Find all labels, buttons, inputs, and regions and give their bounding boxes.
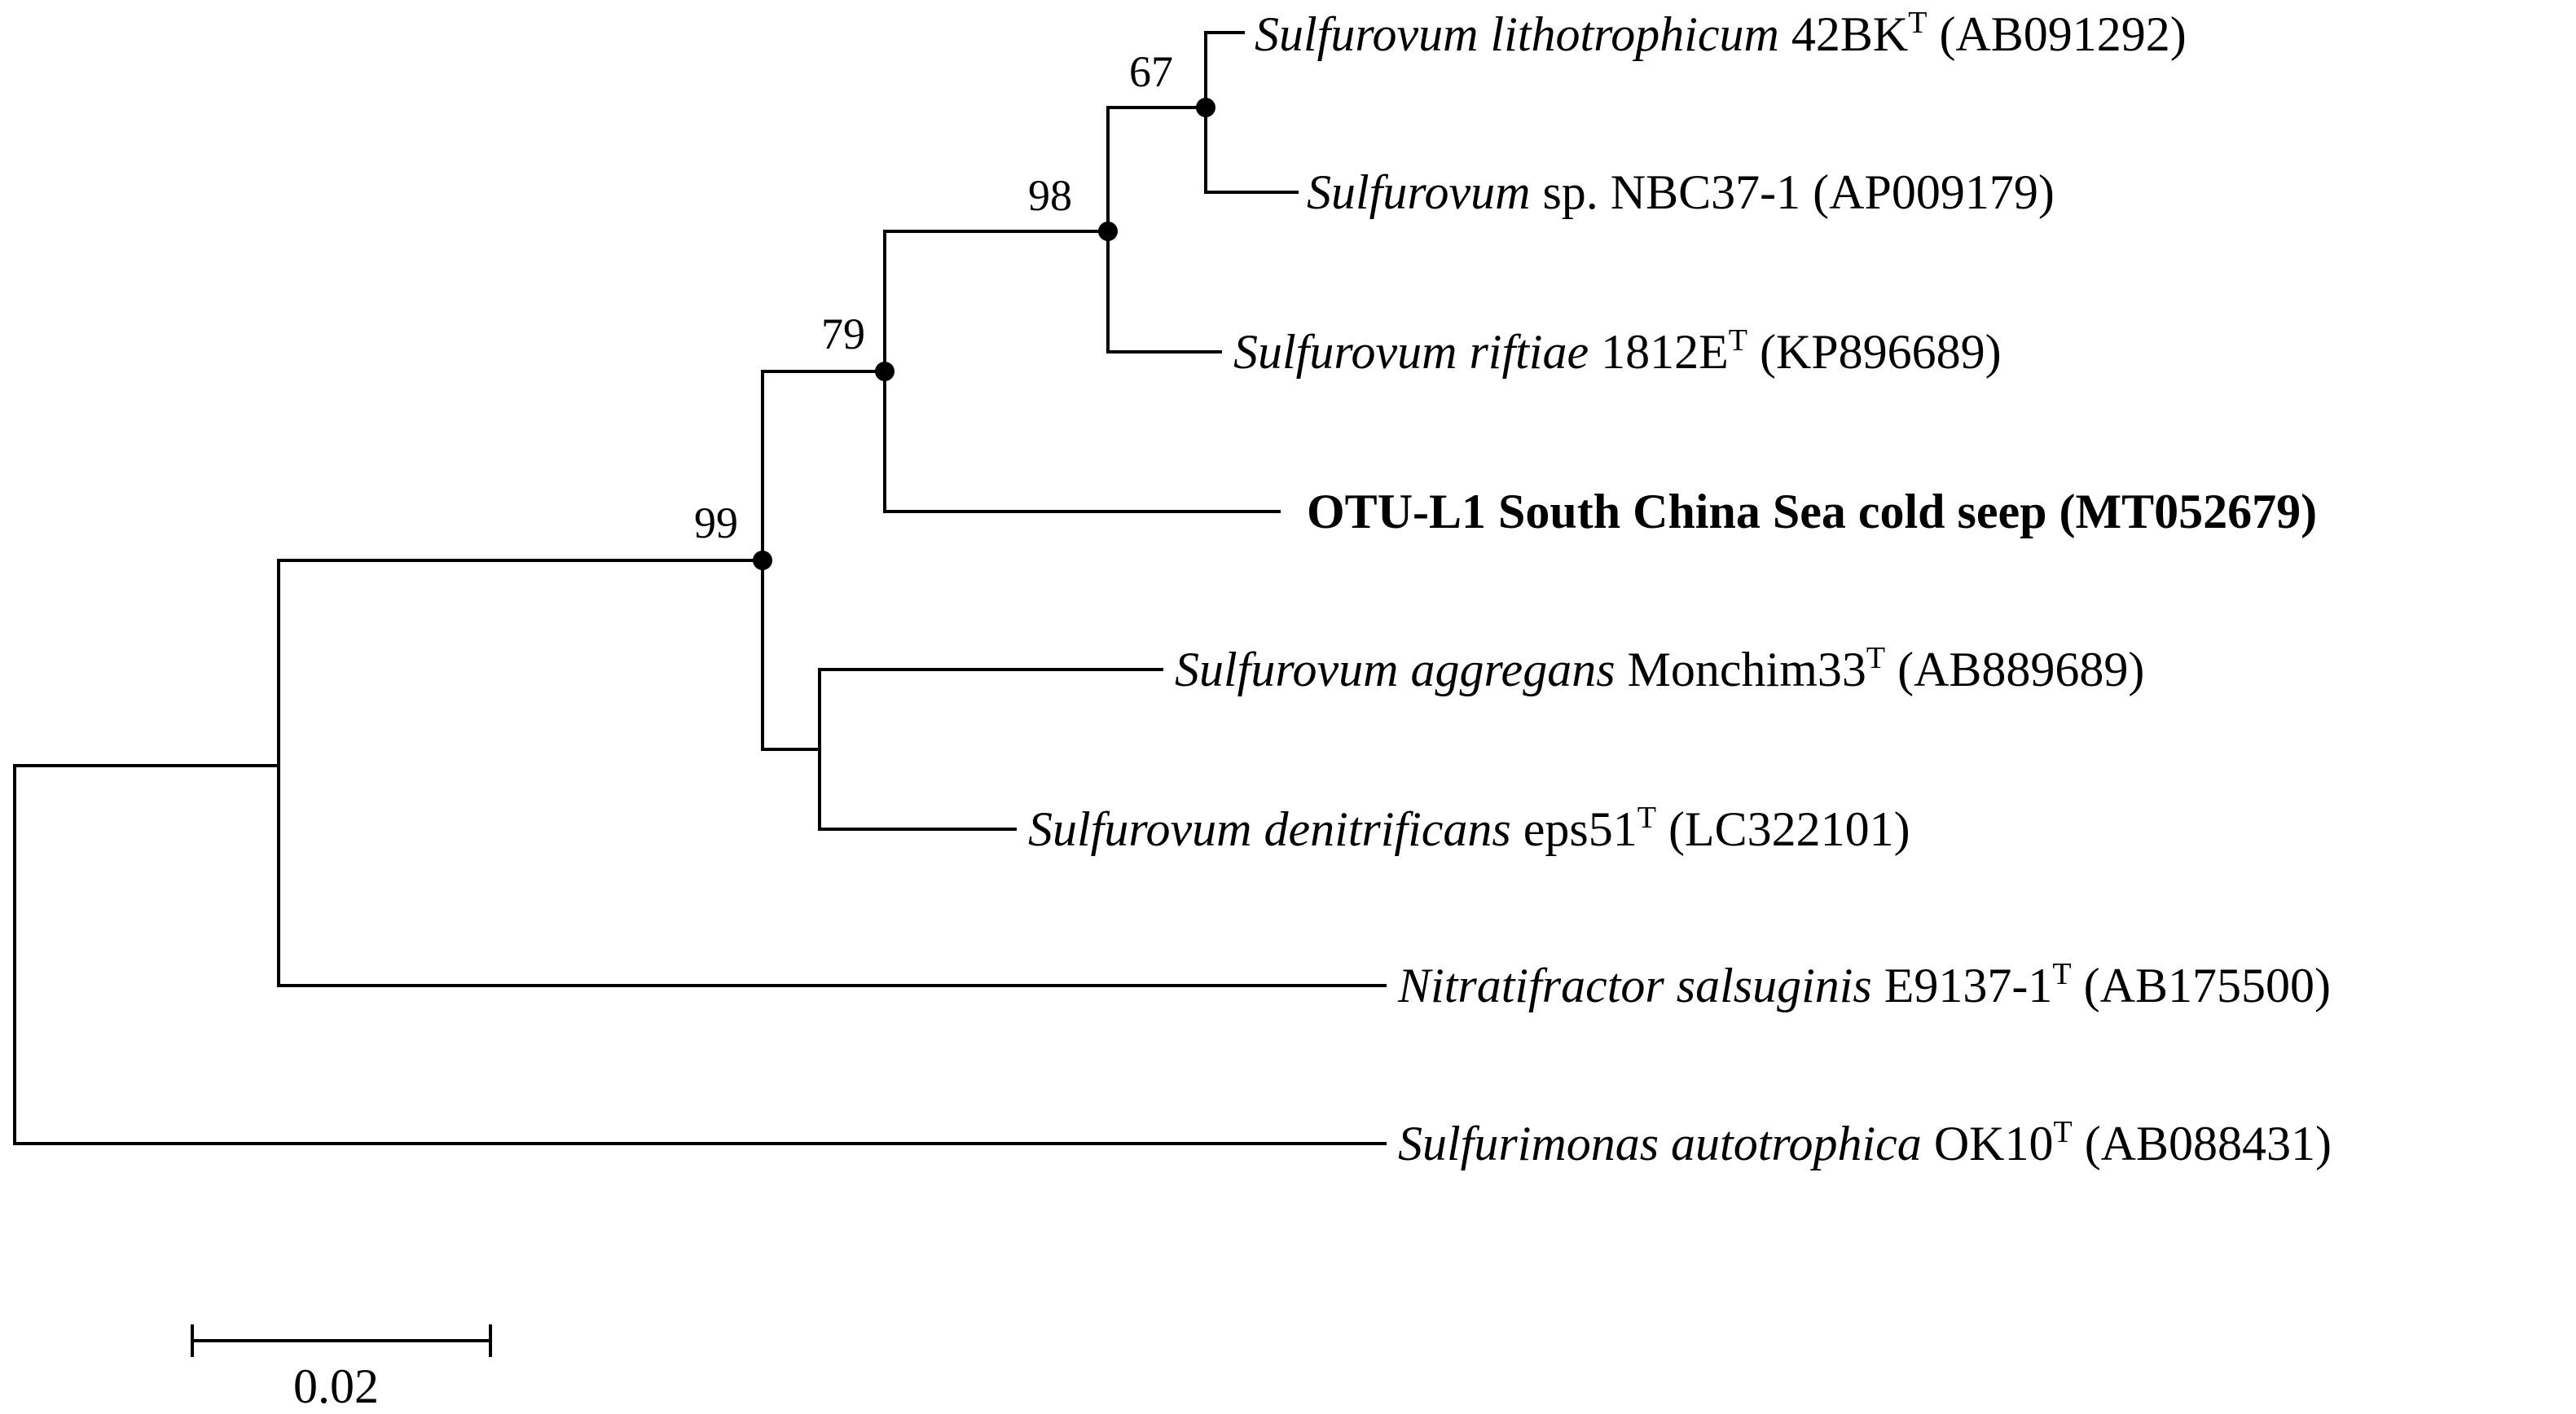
taxon-label-sulfurimonas-autotrophica: Sulfurimonas autotrophica OK10T (AB08843… <box>1398 1099 2332 1170</box>
accession: (AB889689) <box>1897 643 2144 696</box>
species: autotrophica <box>1671 1117 1922 1170</box>
strain: eps51 <box>1523 802 1637 856</box>
bootstrap-values: 67 98 79 99 <box>694 47 1173 547</box>
species: riftiae <box>1469 325 1589 379</box>
accession: (AB175500) <box>2084 959 2331 1012</box>
taxon-label-nitratifractor-salsuginis: Nitratifractor salsuginis E9137-1T (AB17… <box>1397 941 2331 1012</box>
accession: (AB088431) <box>2085 1117 2332 1170</box>
species: salsuginis <box>1677 959 1872 1012</box>
type-strain-mark: T <box>1908 6 1927 40</box>
genus: Sulfurovum <box>1233 325 1457 379</box>
accession: (KP896689) <box>1760 325 2002 379</box>
bootstrap-79: 79 <box>821 310 865 358</box>
taxon-label-sulfurovum-denitrificans: Sulfurovum denitrificans eps51T (LC32210… <box>1028 784 1910 856</box>
species: aggregans <box>1410 643 1615 696</box>
strain: Monchim33 <box>1628 643 1866 696</box>
type-strain-mark: T <box>2052 957 2071 991</box>
strain: 42BK <box>1791 7 1908 61</box>
type-strain-mark: T <box>1866 641 1885 675</box>
tree-branches <box>13 31 1387 1145</box>
taxon-label-otu-l1: OTU-L1 South China Sea cold seep (MT0526… <box>1307 485 2317 538</box>
taxon-label-sulfurovum-aggregans: Sulfurovum aggregans Monchim33T (AB88968… <box>1175 625 2144 696</box>
species: denitrificans <box>1264 802 1510 856</box>
type-strain-mark: T <box>1729 323 1747 358</box>
genus: Sulfurovum <box>1307 165 1530 219</box>
taxon-label-sulfurovum-nbc37: Sulfurovum sp. NBC37-1 (AP009179) <box>1307 165 2055 219</box>
genus: Nitratifractor <box>1397 959 1664 1012</box>
type-strain-mark: T <box>2053 1115 2072 1149</box>
genus: Sulfurovum <box>1028 802 1251 856</box>
strain: sp. NBC37-1 <box>1542 165 1800 219</box>
species: lithotrophicum <box>1490 7 1778 61</box>
accession: (AB091292) <box>1939 7 2186 61</box>
node-marker-98 <box>1098 222 1118 241</box>
node-marker-99 <box>753 551 772 570</box>
strain: OK10 <box>1934 1117 2054 1170</box>
node-markers <box>753 98 1215 570</box>
bootstrap-99: 99 <box>694 498 738 547</box>
taxon-label-sulfurovum-lithotrophicum: Sulfurovum lithotrophicum 42BKT (AB09129… <box>1255 0 2187 61</box>
strain: 1812E <box>1601 325 1729 379</box>
type-strain-mark: T <box>1637 801 1656 835</box>
accession: (LC322101) <box>1668 802 1910 856</box>
scale-bar: 0.02 <box>191 1324 492 1413</box>
bootstrap-67: 67 <box>1129 47 1173 96</box>
taxon-label-sulfurovum-riftiae: Sulfurovum riftiae 1812ET (KP896689) <box>1233 307 2002 379</box>
node-marker-79 <box>875 362 895 381</box>
bootstrap-98: 98 <box>1028 171 1072 220</box>
genus: Sulfurovum <box>1255 7 1478 61</box>
node-marker-67 <box>1196 98 1215 117</box>
taxon-labels: Sulfurovum lithotrophicum 42BKT (AB09129… <box>1028 0 2332 1170</box>
strain: E9137-1 <box>1884 959 2053 1012</box>
scale-bar-label: 0.02 <box>293 1359 379 1413</box>
genus: Sulfurovum <box>1175 643 1398 696</box>
accession: (AP009179) <box>1813 165 2055 219</box>
genus: Sulfurimonas <box>1398 1117 1659 1170</box>
